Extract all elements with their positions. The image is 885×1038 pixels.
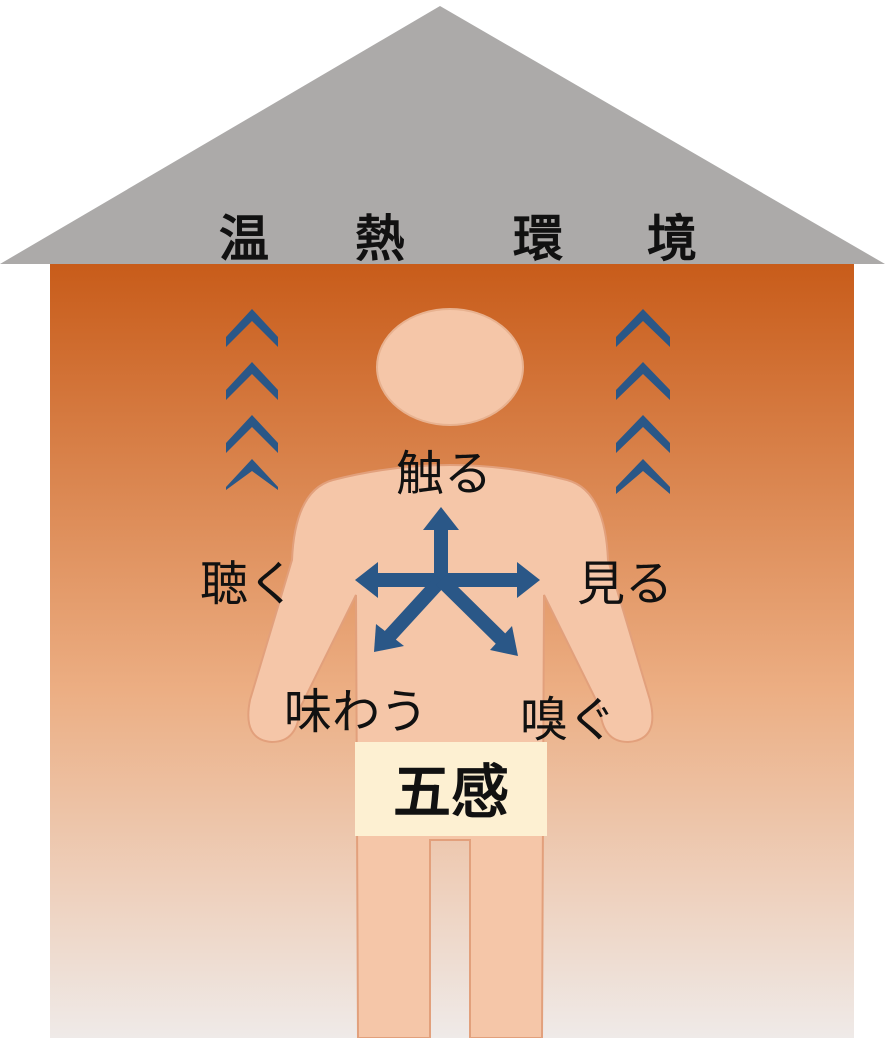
center-label: 五感: [393, 758, 509, 826]
figure-head: [376, 308, 524, 426]
sense-touch-label: 触る: [396, 446, 492, 502]
center-label-box: [355, 742, 547, 836]
sense-smell-label: 嗅ぐ: [520, 692, 616, 748]
roof-title: 温 熱 環 境: [219, 210, 697, 268]
chevron-up-icon: [226, 309, 278, 490]
house-roof: [0, 6, 885, 264]
title-char-1: 温: [219, 210, 269, 268]
title-char-4: 境: [647, 210, 697, 268]
sense-hear-label: 聴く: [200, 556, 296, 612]
title-char-2: 熱: [355, 210, 405, 268]
sense-taste-label: 味わう: [284, 684, 428, 740]
chevron-up-icon: [616, 309, 670, 494]
multi-direction-arrow-icon: [355, 507, 540, 656]
title-char-3: 環: [513, 210, 563, 268]
sense-see-label: 見る: [577, 556, 673, 612]
